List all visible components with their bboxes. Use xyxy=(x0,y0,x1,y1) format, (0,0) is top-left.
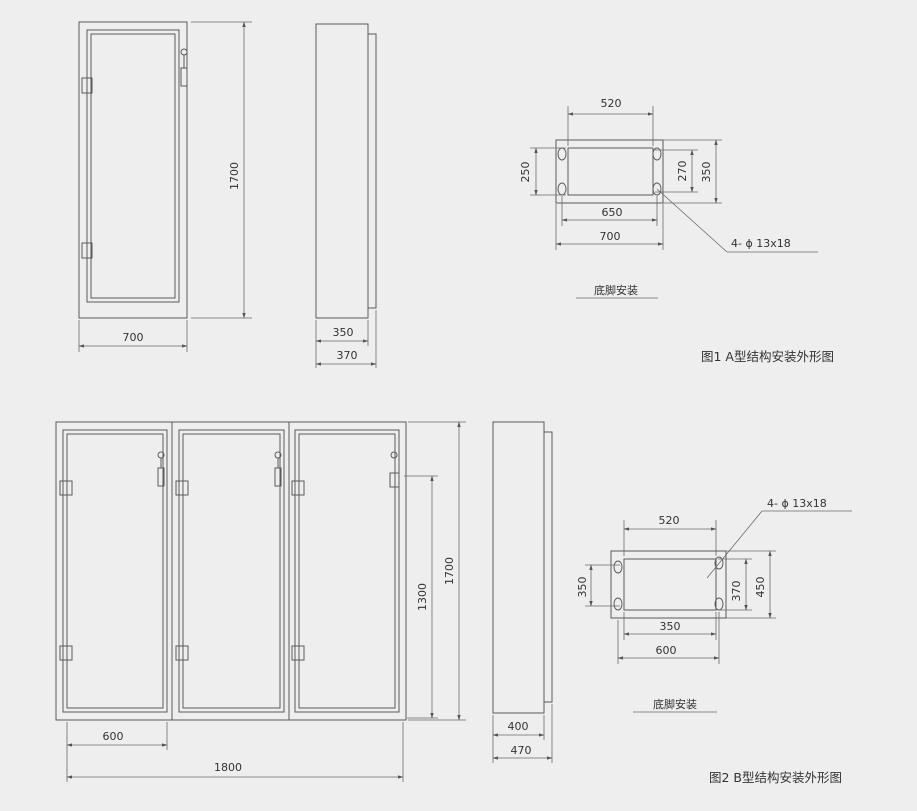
dim-a-base-700: 700 xyxy=(600,230,621,243)
handle-icon xyxy=(274,467,282,487)
dim-b-width-1800: 1800 xyxy=(214,761,242,774)
handle-icon xyxy=(157,467,165,487)
mount-hole-icon xyxy=(652,182,662,196)
dim-b-base-370: 370 xyxy=(730,581,743,602)
dim-a-base-520: 520 xyxy=(601,97,622,110)
caption-figure-a: 图1 A型结构安装外形图 xyxy=(701,349,834,364)
dim-a-height-1700: 1700 xyxy=(228,162,241,190)
dim-a-depth-370: 370 xyxy=(337,349,358,362)
dim-a-base-270: 270 xyxy=(676,161,689,182)
base-a-plan: 520 650 700 250 270 350 xyxy=(519,97,818,299)
label-b-base-title: 底脚安装 xyxy=(653,697,697,711)
hinge-icon xyxy=(81,242,93,259)
cabinet-b-front-view: 1300 1700 600 1800 xyxy=(55,421,466,782)
dim-b-width-600: 600 xyxy=(103,730,124,743)
label-a-holes: 4- ϕ 13x18 xyxy=(731,237,791,250)
lock-icon xyxy=(390,451,398,459)
cabinet-a-front-view: 1700 700 xyxy=(78,21,252,352)
mount-hole-icon xyxy=(652,147,662,161)
hinge-icon xyxy=(59,480,73,496)
hinge-icon xyxy=(81,77,93,94)
dim-b-height-1300: 1300 xyxy=(416,583,429,611)
mount-hole-icon xyxy=(613,597,623,611)
cabinet-a-side-view: 350 370 xyxy=(315,23,377,368)
dim-a-base-350: 350 xyxy=(700,162,713,183)
dim-a-depth-350: 350 xyxy=(333,326,354,339)
dim-b-base-520: 520 xyxy=(659,514,680,527)
cabinet-b-side-view: 400 470 xyxy=(492,421,553,763)
figure-b: 1300 1700 600 1800 400 470 xyxy=(55,421,852,785)
mount-hole-icon xyxy=(557,182,567,196)
dim-b-base-600: 600 xyxy=(656,644,677,657)
label-b-holes: 4- ϕ 13x18 xyxy=(767,497,827,510)
dim-b-depth-400: 400 xyxy=(508,720,529,733)
base-b-plan: 520 350 600 350 370 450 xyxy=(576,497,852,713)
dim-b-base-450: 450 xyxy=(754,577,767,598)
figure-a: 1700 700 350 370 xyxy=(78,21,834,368)
handle-icon xyxy=(180,67,188,87)
hinge-icon xyxy=(175,645,189,661)
dim-b-depth-470: 470 xyxy=(511,744,532,757)
dim-a-width-700: 700 xyxy=(123,331,144,344)
dim-a-base-650: 650 xyxy=(602,206,623,219)
mount-hole-icon xyxy=(714,556,724,570)
hinge-icon xyxy=(291,645,305,661)
dim-b-base-350-height: 350 xyxy=(576,577,589,598)
hinge-icon xyxy=(59,645,73,661)
mount-hole-icon xyxy=(613,560,623,574)
hinge-icon xyxy=(291,480,305,496)
hinge-icon xyxy=(175,480,189,496)
handle-icon xyxy=(389,472,400,488)
dim-b-base-350-width: 350 xyxy=(660,620,681,633)
dim-b-height-1700: 1700 xyxy=(443,557,456,585)
dim-a-base-250: 250 xyxy=(519,162,532,183)
label-a-base-title: 底脚安装 xyxy=(594,283,638,297)
caption-figure-b: 图2 B型结构安装外形图 xyxy=(709,770,842,785)
mount-hole-icon xyxy=(557,147,567,161)
lock-icon xyxy=(180,48,188,56)
